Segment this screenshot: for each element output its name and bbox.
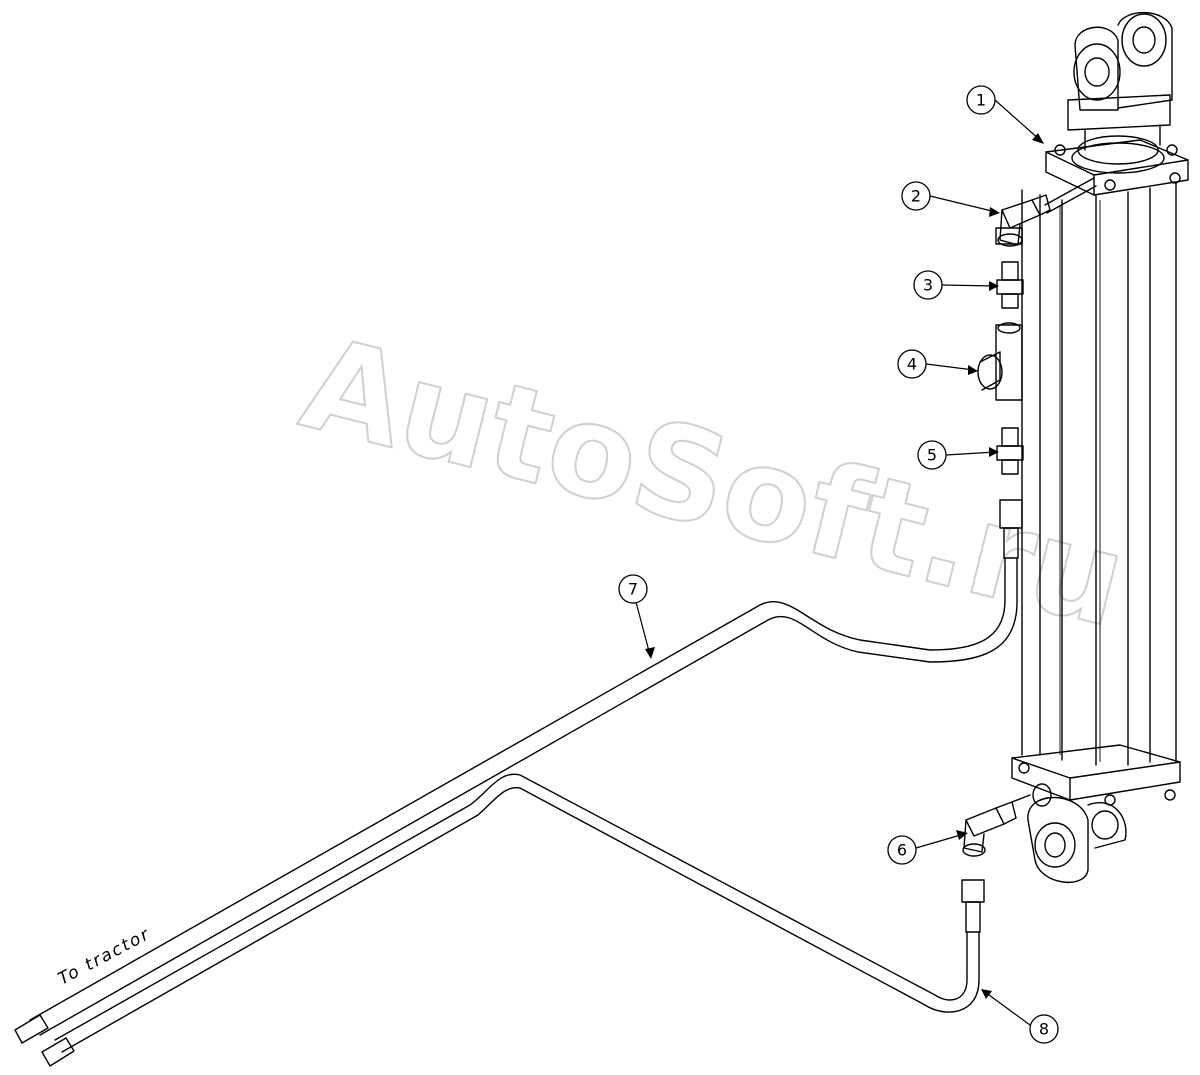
callout-2: 2 xyxy=(901,181,1000,217)
adapter-3 xyxy=(996,261,1024,309)
to-tractor-label: To tractor xyxy=(55,924,154,989)
tee-fitting xyxy=(977,322,1023,401)
hydraulic-cylinder xyxy=(1011,11,1189,884)
hose-7 xyxy=(29,499,1023,1036)
adapter-5 xyxy=(996,427,1024,475)
callout-5: 5 xyxy=(917,440,999,470)
callout-label-4: 4 xyxy=(907,355,917,374)
callout-8: 8 xyxy=(981,989,1059,1044)
watermark: AutoSoft.ru xyxy=(289,309,1139,657)
callout-label-1: 1 xyxy=(976,91,986,110)
callout-label-2: 2 xyxy=(911,187,921,206)
callout-6: 6 xyxy=(887,830,968,865)
hose-8 xyxy=(54,773,985,1053)
callout-4: 4 xyxy=(897,349,978,379)
callout-7: 7 xyxy=(618,574,655,659)
callout-3: 3 xyxy=(913,270,999,300)
top-port xyxy=(1044,177,1097,214)
callout-1: 1 xyxy=(966,85,1044,144)
elbow-fitting-top xyxy=(995,194,1051,247)
callout-label-3: 3 xyxy=(923,276,933,295)
callout-label-6: 6 xyxy=(897,841,907,860)
callout-label-7: 7 xyxy=(628,580,638,599)
elbow-fitting-bottom xyxy=(962,794,1031,857)
tractor-couplers xyxy=(14,1014,75,1067)
callout-label-8: 8 xyxy=(1039,1020,1049,1039)
callout-label-5: 5 xyxy=(927,446,937,465)
